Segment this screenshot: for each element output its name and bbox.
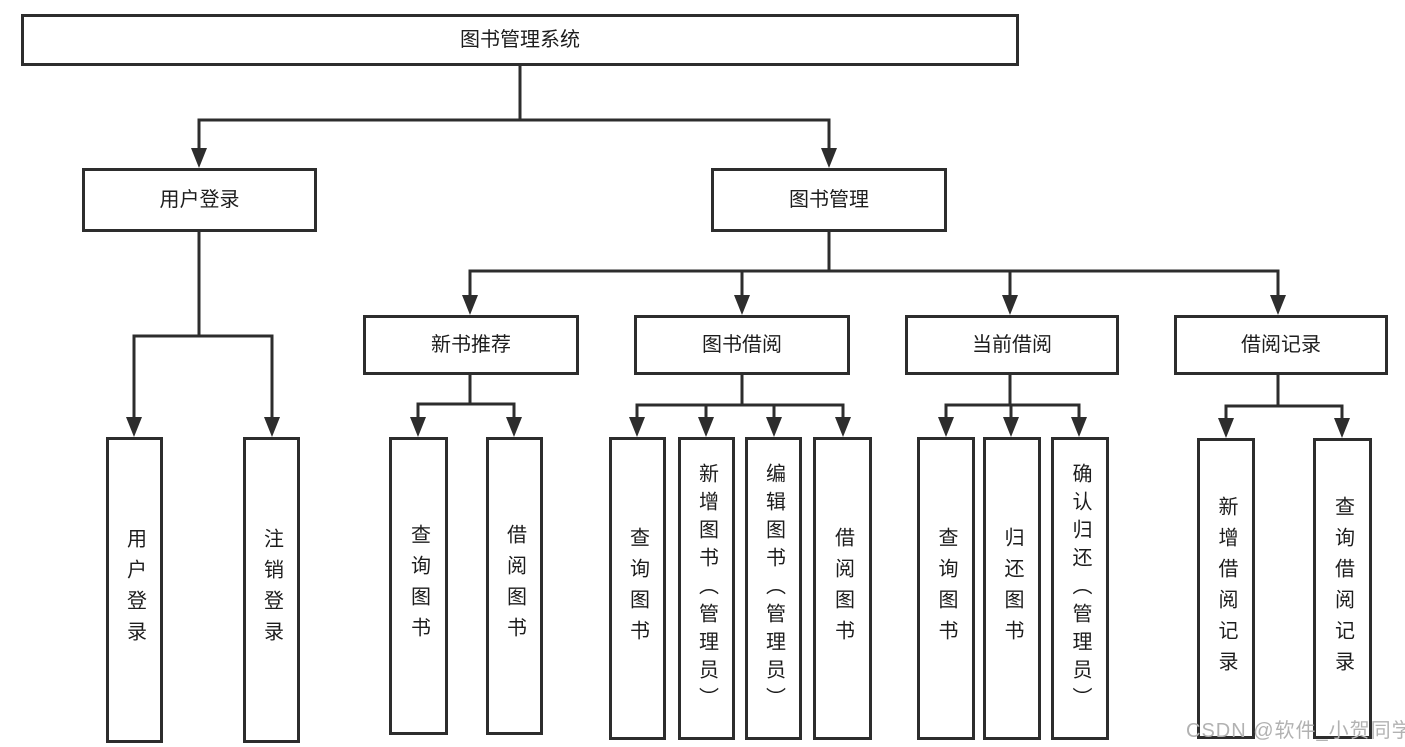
leaf-query-books-borrow: 查询图书 bbox=[609, 437, 666, 740]
arrow-down-icon bbox=[821, 148, 837, 168]
node-current-borrow: 当前借阅 bbox=[905, 315, 1119, 375]
csdn-watermark: CSDN @软件_小贺同学 bbox=[1186, 720, 1405, 742]
node-book-borrow: 图书借阅 bbox=[634, 315, 850, 375]
arrow-down-icon bbox=[1002, 295, 1018, 315]
arrow-down-icon bbox=[629, 417, 645, 437]
leaf-user-login: 用户登录 bbox=[106, 437, 163, 743]
leaf-add-borrow-record: 新增借阅记录 bbox=[1197, 438, 1255, 739]
node-borrow-records: 借阅记录 bbox=[1174, 315, 1388, 375]
arrow-down-icon bbox=[1270, 295, 1286, 315]
node-root: 图书管理系统 bbox=[21, 14, 1019, 66]
arrow-down-icon bbox=[938, 417, 954, 437]
leaf-confirm-return-admin: 确认归还（管理员） bbox=[1051, 437, 1109, 740]
leaf-logout: 注销登录 bbox=[243, 437, 300, 743]
node-new-book-recommend: 新书推荐 bbox=[363, 315, 579, 375]
arrow-down-icon bbox=[191, 148, 207, 168]
leaf-borrow-books-recommend: 借阅图书 bbox=[486, 437, 543, 735]
arrow-down-icon bbox=[698, 417, 714, 437]
node-user-login: 用户登录 bbox=[82, 168, 317, 232]
arrow-down-icon bbox=[835, 417, 851, 437]
arrow-down-icon bbox=[462, 295, 478, 315]
arrow-down-icon bbox=[1003, 417, 1019, 437]
leaf-borrow-books: 借阅图书 bbox=[813, 437, 872, 740]
arrow-down-icon bbox=[506, 417, 522, 437]
arrow-down-icon bbox=[126, 417, 142, 437]
leaf-edit-book-admin: 编辑图书（管理员） bbox=[745, 437, 802, 740]
leaf-query-borrow-record: 查询借阅记录 bbox=[1313, 438, 1372, 739]
leaf-add-book-admin: 新增图书（管理员） bbox=[678, 437, 735, 740]
arrow-down-icon bbox=[1334, 418, 1350, 438]
node-book-management: 图书管理 bbox=[711, 168, 947, 232]
arrow-down-icon bbox=[1071, 417, 1087, 437]
arrow-down-icon bbox=[1218, 418, 1234, 438]
leaf-query-books-recommend: 查询图书 bbox=[389, 437, 448, 735]
arrow-down-icon bbox=[264, 417, 280, 437]
arrow-down-icon bbox=[766, 417, 782, 437]
leaf-query-books-current: 查询图书 bbox=[917, 437, 975, 740]
arrow-down-icon bbox=[734, 295, 750, 315]
leaf-return-book: 归还图书 bbox=[983, 437, 1041, 740]
arrow-down-icon bbox=[410, 417, 426, 437]
